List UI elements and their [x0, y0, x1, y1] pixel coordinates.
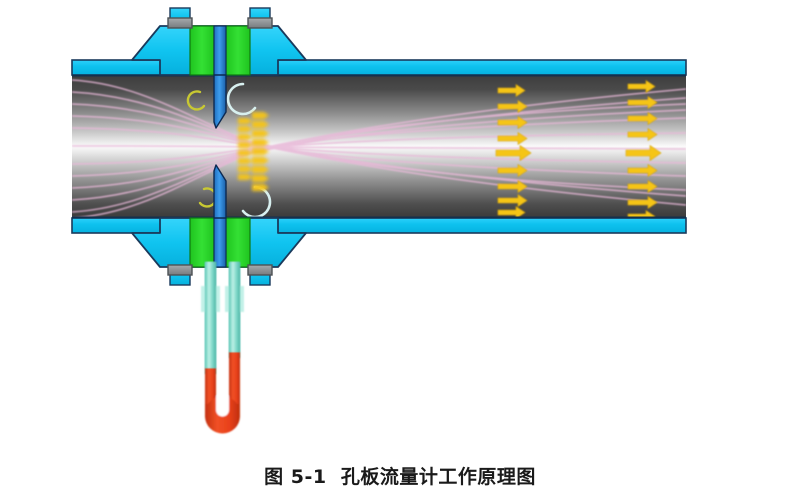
- gasket-lower-left: [189, 217, 215, 268]
- bolt-bottom-left: [167, 264, 193, 286]
- gaskets-lower: [189, 217, 251, 268]
- vena-contracta-arrows: [238, 112, 269, 191]
- streamlines: [72, 79, 686, 218]
- gaskets-upper: [189, 25, 251, 76]
- orifice-plate-blade-top: [213, 74, 227, 129]
- figure-caption-bar: 图 5-1 孔板流量计工作原理图: [0, 462, 800, 489]
- bolt-top-right: [247, 7, 273, 29]
- gasket-upper-left: [189, 25, 215, 76]
- figure-caption: 图 5-1 孔板流量计工作原理图: [264, 466, 536, 488]
- vortex-upstream-top: [186, 90, 206, 111]
- manometer-glass: [205, 262, 240, 368]
- bolt-bottom-right: [247, 264, 273, 286]
- flow-arrow-column-2: [625, 79, 662, 224]
- u-tube-manometer: [201, 262, 244, 434]
- orifice-plate-assembly: [189, 25, 251, 268]
- vortex-downstream-top: [226, 82, 257, 116]
- flow-arrow-column-1: [495, 83, 532, 220]
- flow-arrows: [495, 79, 662, 224]
- vena-column-right: [252, 112, 269, 191]
- orifice-plate-blade-bottom: [213, 164, 227, 219]
- flange-bolts: [167, 7, 273, 286]
- orifice-plate-upper-neck: [213, 25, 227, 76]
- orifice-plate-lower-neck: [213, 217, 227, 268]
- gasket-upper-right: [225, 25, 251, 76]
- vena-column-left: [238, 118, 252, 180]
- manometer-fluid: [205, 352, 240, 434]
- gasket-lower-right: [225, 217, 251, 268]
- bolt-top-left: [167, 7, 193, 29]
